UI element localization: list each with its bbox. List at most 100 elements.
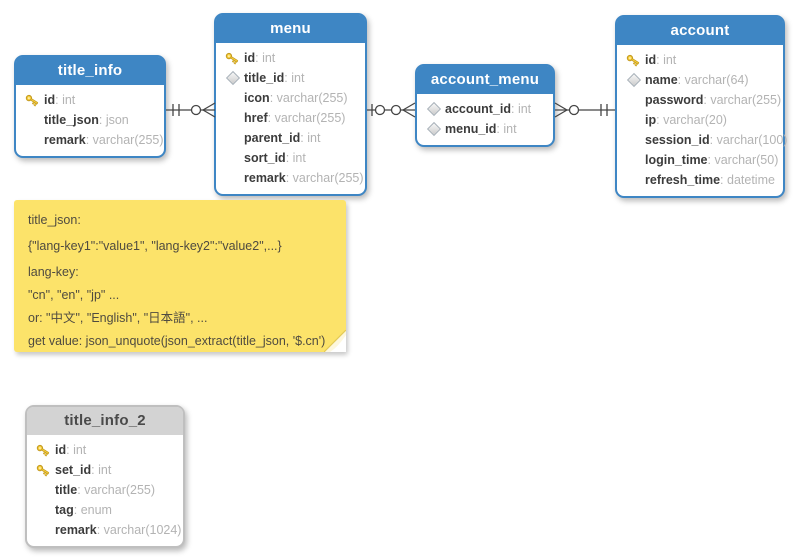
field-name: refresh_time: [645, 173, 721, 187]
primary-key-icon: [35, 463, 52, 478]
field-row[interactable]: sort_idint: [216, 148, 365, 168]
field-row[interactable]: login_timevarchar(50): [617, 150, 783, 170]
field-name: href: [244, 111, 268, 125]
field-row[interactable]: ipvarchar(20): [617, 110, 783, 130]
no-icon: [625, 153, 642, 168]
field-row[interactable]: titlevarchar(255): [27, 480, 183, 500]
field-name: id: [44, 93, 56, 107]
no-icon: [625, 113, 642, 128]
field-row[interactable]: hrefvarchar(255): [216, 108, 365, 128]
field-row[interactable]: idint: [16, 90, 164, 110]
field-row[interactable]: namevarchar(64): [617, 70, 783, 90]
field-type: varchar(255): [268, 111, 346, 125]
connector-title_info-menu[interactable]: [166, 98, 216, 122]
entity-title_info[interactable]: title_info idinttitle_jsonjsonremarkvarc…: [14, 55, 166, 158]
field-name: account_id: [445, 102, 511, 116]
no-icon: [35, 503, 52, 518]
note-line: lang-key:: [28, 265, 79, 279]
note-line: "cn", "en", "jp" ...: [28, 288, 120, 302]
no-icon: [24, 113, 41, 128]
field-type: int: [66, 443, 86, 457]
field-row[interactable]: account_idint: [417, 99, 553, 119]
field-name: remark: [44, 133, 86, 147]
field-type: varchar(255): [270, 91, 348, 105]
field-type: int: [496, 122, 516, 136]
no-icon: [625, 173, 642, 188]
field-name: login_time: [645, 153, 708, 167]
sticky-note[interactable]: title_json: {"lang-key1":"value1", "lang…: [14, 200, 346, 352]
field-type: varchar(64): [678, 73, 749, 87]
foreign-key-diamond-icon: [425, 101, 442, 117]
field-type: varchar(100): [710, 133, 788, 147]
field-type: varchar(20): [656, 113, 727, 127]
field-name: tag: [55, 503, 74, 517]
entity-account_menu[interactable]: account_menu account_idintmenu_idint: [415, 64, 555, 147]
field-type: int: [511, 102, 531, 116]
primary-key-icon: [224, 51, 241, 66]
field-name: parent_id: [244, 131, 301, 145]
entity-menu[interactable]: menu idinttitle_idinticonvarchar(255)hre…: [214, 13, 367, 196]
primary-key-icon: [625, 53, 642, 68]
primary-key-icon: [24, 93, 41, 108]
note-line: {"lang-key1":"value1", "lang-key2":"valu…: [28, 239, 282, 253]
entity-header-account[interactable]: account: [617, 17, 783, 45]
connector-account_menu-account[interactable]: [554, 98, 615, 122]
field-type: enum: [74, 503, 112, 517]
field-name: id: [244, 51, 256, 65]
field-row[interactable]: iconvarchar(255): [216, 88, 365, 108]
no-icon: [625, 93, 642, 108]
field-name: title_json: [44, 113, 99, 127]
primary-key-icon: [35, 443, 52, 458]
field-type: varchar(255): [77, 483, 155, 497]
field-type: varchar(50): [708, 153, 778, 167]
field-row[interactable]: idint: [27, 440, 183, 460]
field-row[interactable]: session_idvarchar(100): [617, 130, 787, 150]
no-icon: [35, 483, 52, 498]
field-row[interactable]: refresh_timedatetime: [617, 170, 783, 190]
entity-body: idinttitle_jsonjsonremarkvarchar(255): [16, 85, 164, 156]
field-row[interactable]: tagenum: [27, 500, 183, 520]
field-row[interactable]: title_jsonjson: [16, 110, 164, 130]
entity-body: idinttitle_idinticonvarchar(255)hrefvarc…: [216, 43, 365, 194]
field-type: int: [55, 93, 75, 107]
entity-title_info_2[interactable]: title_info_2 idintset_idinttitlevarchar(…: [25, 405, 185, 548]
no-icon: [24, 133, 41, 148]
foreign-key-diamond-icon: [224, 70, 241, 86]
field-row[interactable]: title_idint: [216, 68, 365, 88]
field-row[interactable]: idint: [617, 50, 783, 70]
connector-menu-account_menu[interactable]: [367, 98, 416, 122]
field-row[interactable]: parent_idint: [216, 128, 365, 148]
field-row[interactable]: remarkvarchar(255): [16, 130, 164, 150]
field-type: datetime: [720, 173, 775, 187]
field-name: menu_id: [445, 122, 497, 136]
field-type: varchar(255): [286, 171, 364, 185]
field-name: id: [645, 53, 657, 67]
entity-header-menu[interactable]: menu: [216, 15, 365, 43]
field-row[interactable]: remarkvarchar(255): [216, 168, 365, 188]
field-row[interactable]: menu_idint: [417, 119, 553, 139]
entity-header-title_info[interactable]: title_info: [16, 57, 164, 85]
foreign-key-diamond-icon: [625, 72, 642, 88]
entity-account[interactable]: account idintnamevarchar(64)passwordvarc…: [615, 15, 787, 198]
field-row[interactable]: set_idint: [27, 460, 183, 480]
entity-header-account_menu[interactable]: account_menu: [417, 66, 553, 94]
field-type: int: [284, 71, 304, 85]
field-name: icon: [244, 91, 270, 105]
field-name: set_id: [55, 463, 92, 477]
field-name: name: [645, 73, 678, 87]
field-row[interactable]: remarkvarchar(1024): [27, 520, 183, 540]
field-name: ip: [645, 113, 657, 127]
foreign-key-diamond-icon: [425, 121, 442, 137]
field-row[interactable]: passwordvarchar(255): [617, 90, 783, 110]
field-type: json: [99, 113, 129, 127]
field-row[interactable]: idint: [216, 48, 365, 68]
field-type: int: [255, 51, 275, 65]
entity-header-title_info_2[interactable]: title_info_2: [27, 407, 183, 435]
no-icon: [224, 151, 241, 166]
entity-body: idintnamevarchar(64)passwordvarchar(255)…: [617, 45, 787, 196]
no-icon: [224, 131, 241, 146]
note-line: title_json:: [28, 213, 81, 227]
entity-body: idintset_idinttitlevarchar(255)tagenumre…: [27, 435, 183, 546]
field-name: password: [645, 93, 704, 107]
